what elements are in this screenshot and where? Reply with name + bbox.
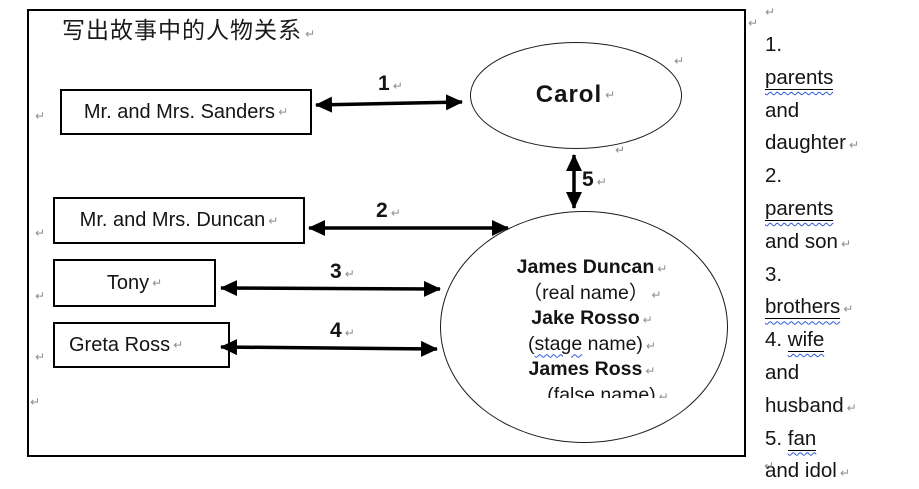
person-label: Mr. and Mrs. Duncan: [79, 209, 266, 231]
answer-word: wife: [787, 328, 825, 353]
name-line-real-caption: （real name）↵: [522, 281, 662, 304]
pilcrow-mark: ↵: [596, 175, 607, 189]
pilcrow-mark: ↵: [268, 213, 279, 228]
answer-line: and son↵: [765, 229, 852, 253]
pilcrow-mark: ↵: [35, 350, 46, 364]
pilcrow-mark: ↵: [344, 267, 355, 281]
person-box-greta: Greta Ross↵: [53, 322, 230, 368]
carol-label: Carol↵: [470, 42, 682, 148]
pilcrow-mark: ↵: [30, 395, 41, 409]
pilcrow-mark: ↵: [642, 313, 653, 327]
pilcrow-mark: ↵: [748, 16, 759, 30]
answer-word: parents: [765, 65, 834, 90]
name-line-stage-caption: (stage name)↵: [528, 332, 656, 355]
pilcrow-mark: ↵: [843, 302, 854, 317]
name-line-false: James Ross↵: [528, 358, 656, 380]
pilcrow-mark: ↵: [390, 206, 401, 220]
answers-list: 1. parents and daughter↵ 2. parents and …: [765, 30, 917, 489]
names-text: James Duncan↵ （real name）↵ Jake Rosso↵ (…: [474, 255, 710, 398]
answer-line: husband↵: [765, 393, 857, 417]
pilcrow-mark: ↵: [615, 143, 626, 157]
pilcrow-mark: ↵: [848, 138, 859, 153]
pilcrow-mark: ↵: [839, 466, 850, 481]
answer-word: parents: [765, 196, 834, 221]
person-label: Mr. and Mrs. Sanders: [83, 100, 276, 123]
person-box-sanders: Mr. and Mrs. Sanders↵: [60, 89, 312, 135]
pilcrow-mark: ↵: [764, 459, 775, 473]
title-text: 写出故事中的人物关系: [62, 18, 302, 44]
pilcrow-mark: ↵: [645, 364, 656, 378]
answer-line: 3.: [765, 262, 783, 286]
carol-ellipse: [470, 42, 682, 149]
name-line-real: James Duncan↵: [516, 256, 668, 278]
person-label: Tony: [106, 271, 150, 294]
answer-line: 2.: [765, 164, 783, 188]
pilcrow-mark: ↵: [35, 289, 46, 303]
pilcrow-mark: ↵: [278, 105, 289, 119]
arrow-label-2: 2↵: [376, 199, 401, 222]
answer-line: parents: [765, 194, 917, 227]
arrow-label-1: 1↵: [378, 72, 403, 95]
pilcrow-mark: ↵: [674, 54, 685, 68]
answer-line: 1.: [765, 33, 783, 56]
pilcrow-mark: ↵: [35, 109, 46, 123]
answer-line: 4. wife: [765, 328, 825, 353]
pilcrow-mark: ↵: [344, 326, 355, 340]
arrow-label-5: 5↵: [582, 168, 607, 191]
pilcrow-mark: ↵: [840, 236, 852, 251]
pilcrow-mark: ↵: [765, 5, 776, 19]
name-line-false-caption: (false name)↵: [490, 383, 710, 399]
person-label: Greta Ross: [69, 333, 171, 356]
pilcrow-mark: ↵: [35, 226, 46, 240]
pilcrow-mark: ↵: [651, 287, 662, 302]
pilcrow-mark: ↵: [657, 262, 668, 276]
diagram-frame: [27, 9, 746, 457]
answer-line: and: [765, 98, 800, 122]
answer-line: brothers↵: [765, 292, 917, 325]
pilcrow-mark: ↵: [305, 27, 317, 41]
carol-text: Carol: [535, 81, 603, 108]
names-ellipse: [440, 211, 728, 443]
answer-line: and idol↵: [765, 459, 850, 483]
arrow-label-4: 4↵: [330, 319, 355, 342]
answer-line: parents: [765, 63, 917, 96]
pilcrow-mark: ↵: [658, 389, 669, 399]
person-box-duncan: Mr. and Mrs. Duncan↵: [53, 197, 305, 244]
pilcrow-mark: ↵: [173, 338, 184, 352]
answer-line: 5. fan: [765, 426, 817, 451]
person-box-tony: Tony↵: [53, 259, 216, 307]
answer-word: brothers: [765, 295, 841, 320]
pilcrow-mark: ↵: [846, 400, 857, 415]
pilcrow-mark: ↵: [152, 276, 163, 290]
spellcheck-word: stage: [534, 332, 583, 355]
answer-line: and: [765, 360, 800, 384]
name-line-stage: Jake Rosso↵: [531, 307, 653, 329]
pilcrow-mark: ↵: [605, 88, 617, 102]
pilcrow-mark: ↵: [645, 338, 656, 353]
answer-line: daughter↵: [765, 131, 859, 155]
page-title: 写出故事中的人物关系↵: [62, 11, 316, 45]
answer-word: fan: [787, 426, 817, 451]
arrow-label-3: 3↵: [330, 260, 355, 283]
pilcrow-mark: ↵: [392, 79, 403, 93]
